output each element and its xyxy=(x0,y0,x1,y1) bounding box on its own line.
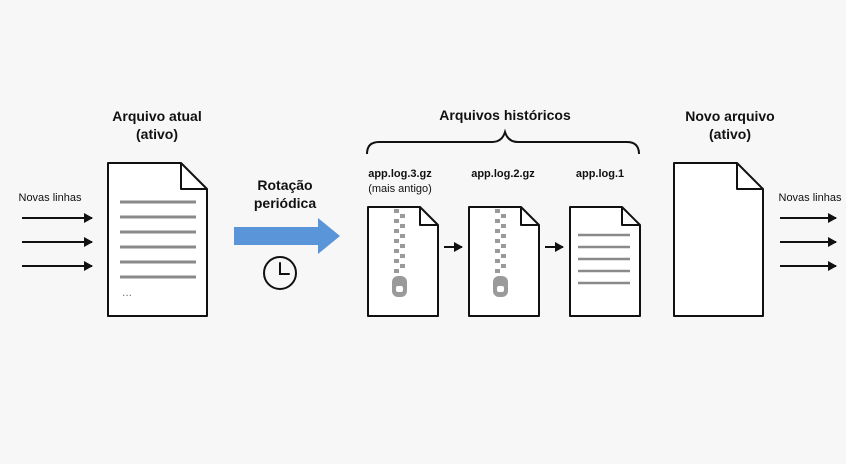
rotation-label-line1: Rotação xyxy=(257,177,313,193)
more-lines-ellipsis: ... xyxy=(122,285,132,299)
new-file-document-icon xyxy=(673,162,764,317)
current-file-title-line2: (ativo) xyxy=(136,126,178,142)
incoming-arrows-right xyxy=(780,213,837,271)
new-file-title-line1: Novo arquivo xyxy=(685,108,775,124)
historic-file-note-1: (mais antigo) xyxy=(368,183,432,195)
historic-files-brace xyxy=(366,128,640,155)
historic-file-name-3: app.log.1 xyxy=(575,168,625,180)
incoming-lines-label-right: Novas linhas xyxy=(778,192,842,204)
incoming-lines-label-left: Novas linhas xyxy=(18,192,82,204)
zip-file-icon-2 xyxy=(468,206,540,317)
clock-icon xyxy=(263,256,297,290)
historic-file-name-2: app.log.2.gz xyxy=(471,168,535,180)
current-file-title: Arquivo atual (ativo) xyxy=(97,107,217,143)
rotation-label: Rotação periódica xyxy=(230,176,340,212)
new-file-title: Novo arquivo (ativo) xyxy=(665,107,795,143)
current-file-document-icon: ... xyxy=(107,162,208,317)
current-file-title-line1: Arquivo atual xyxy=(112,108,202,124)
text-file-icon-3 xyxy=(569,206,641,317)
zip-file-icon-1 xyxy=(367,206,439,317)
incoming-arrows-left xyxy=(22,213,93,271)
historic-files-title: Arquivos históricos xyxy=(439,107,571,123)
historic-file-name-1: app.log.3.gz xyxy=(368,168,432,180)
rotation-arrow xyxy=(234,218,340,254)
new-file-title-line2: (ativo) xyxy=(709,126,751,142)
rotation-label-line2: periódica xyxy=(253,195,317,211)
